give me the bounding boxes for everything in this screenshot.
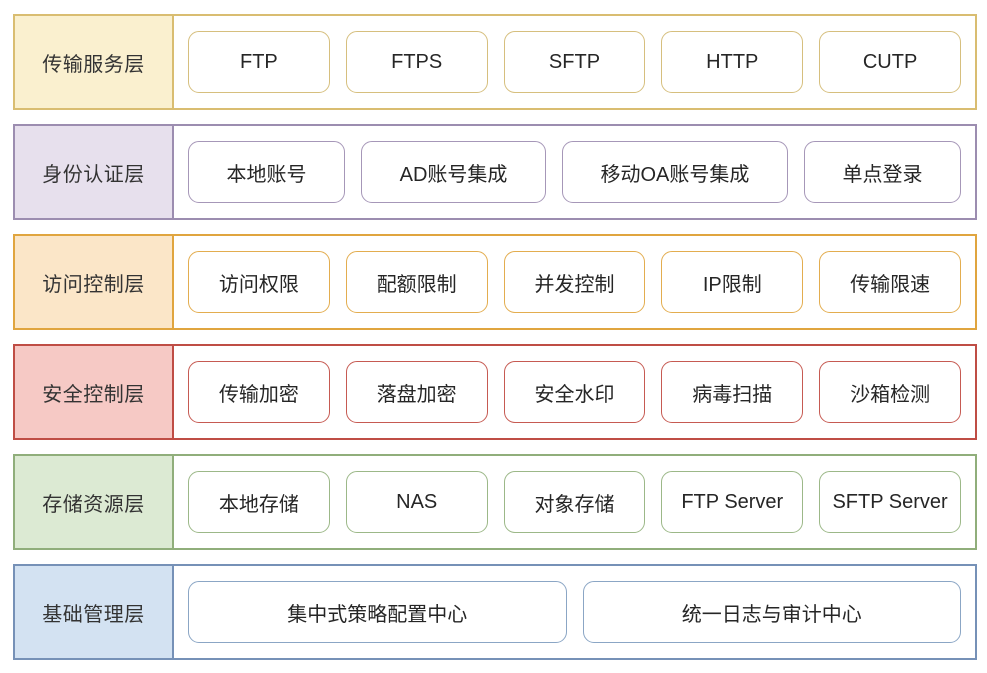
component-box: 并发控制 (503, 251, 646, 313)
layer-label: 存储资源层 (15, 456, 174, 548)
component-box: 对象存储 (503, 471, 646, 533)
component-box: 集中式策略配置中心 (188, 581, 567, 643)
component-box: 病毒扫描 (661, 361, 804, 423)
layer-label: 安全控制层 (15, 346, 174, 438)
component-box: 传输加密 (188, 361, 330, 423)
component-box: CUTP (819, 31, 961, 93)
layer-items: 集中式策略配置中心统一日志与审计中心 (174, 566, 975, 658)
component-box: 本地账号 (188, 141, 346, 203)
component-box: 落盘加密 (345, 361, 488, 423)
component-box: FTPS (345, 31, 488, 93)
layer-items: 传输加密落盘加密安全水印病毒扫描沙箱检测 (174, 346, 975, 438)
component-box: 沙箱检测 (819, 361, 961, 423)
component-box: IP限制 (661, 251, 804, 313)
component-box: 安全水印 (503, 361, 646, 423)
component-box: HTTP (661, 31, 804, 93)
component-box: 单点登录 (803, 141, 962, 203)
layer-label: 身份认证层 (15, 126, 174, 218)
layer-label: 传输服务层 (15, 16, 174, 108)
layer-band-4: 安全控制层传输加密落盘加密安全水印病毒扫描沙箱检测 (13, 344, 977, 440)
component-box: 传输限速 (819, 251, 961, 313)
component-box: 配额限制 (345, 251, 488, 313)
component-box: 统一日志与审计中心 (582, 581, 961, 643)
layer-label: 访问控制层 (15, 236, 174, 328)
component-box: NAS (345, 471, 488, 533)
component-box: SFTP (503, 31, 646, 93)
component-box: 访问权限 (188, 251, 330, 313)
layer-label: 基础管理层 (15, 566, 174, 658)
layer-band-6: 基础管理层集中式策略配置中心统一日志与审计中心 (13, 564, 977, 660)
component-box: 移动OA账号集成 (561, 141, 788, 203)
component-box: AD账号集成 (361, 141, 546, 203)
component-box: 本地存储 (188, 471, 330, 533)
component-box: FTP Server (661, 471, 804, 533)
component-box: SFTP Server (819, 471, 961, 533)
component-box: FTP (188, 31, 330, 93)
